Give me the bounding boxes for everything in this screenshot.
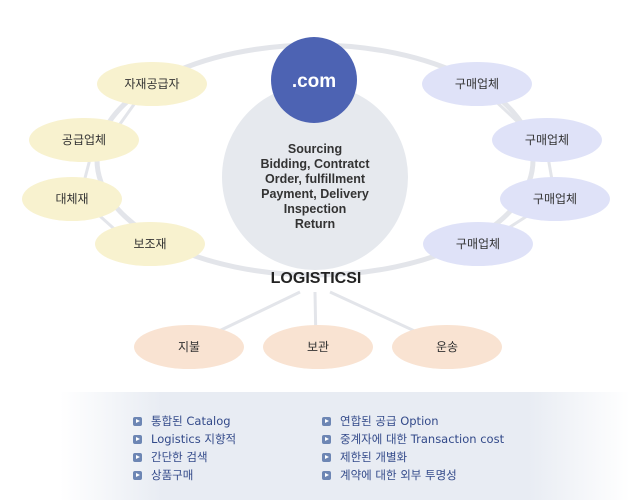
feature-item: 간단한 검색 <box>133 448 236 466</box>
feature-item-label: Logistics 지향적 <box>151 432 237 446</box>
bullet-arrow-icon <box>133 434 142 444</box>
hub-label: .com <box>292 71 336 92</box>
bottom-node-2-label: 보관 <box>307 340 329 354</box>
bullet-arrow-icon <box>133 452 142 462</box>
left-node-3: 대체재 <box>22 177 122 221</box>
logistics-label: LOGISTICSI <box>271 270 362 287</box>
right-node-4-label: 구매업체 <box>456 237 500 251</box>
bullet-arrow-icon <box>133 416 142 426</box>
center-line-5: Inspection <box>284 202 347 216</box>
center-line-2: Bidding, Contratct <box>260 157 370 171</box>
left-node-2: 공급업체 <box>29 118 139 162</box>
center-line-4: Payment, Delivery <box>261 187 369 201</box>
hub-circle <box>271 37 357 123</box>
bullet-arrow-icon <box>133 470 142 480</box>
bottom-node-3: 운송 <box>392 325 502 369</box>
center-circle <box>222 84 408 270</box>
bullet-arrow-icon <box>322 434 331 444</box>
right-node-1: 구매업체 <box>422 62 532 106</box>
feature-item: 상품구매 <box>133 466 236 484</box>
feature-item-label: 계약에 대한 외부 투명성 <box>340 468 457 482</box>
left-node-4-label: 보조재 <box>133 237 166 251</box>
feature-item: 연합된 공급 Option <box>322 412 504 430</box>
feature-item-label: 간단한 검색 <box>151 450 208 464</box>
right-node-4: 구매업체 <box>423 222 533 266</box>
feature-list-left: 통합된 Catalog Logistics 지향적 간단한 검색 상품구매 <box>133 412 236 484</box>
feature-item: 제한된 개별화 <box>322 448 504 466</box>
right-node-2: 구매업체 <box>492 118 602 162</box>
network-diagram: Sourcing Bidding, Contratct Order, fulfi… <box>22 37 610 369</box>
bullet-arrow-icon <box>322 470 331 480</box>
feature-item: 계약에 대한 외부 투명성 <box>322 466 504 484</box>
right-node-1-label: 구매업체 <box>455 77 499 91</box>
center-line-1: Sourcing <box>288 142 342 156</box>
bullet-arrow-icon <box>322 416 331 426</box>
center-line-6: Return <box>295 217 335 231</box>
right-node-3: 구매업체 <box>500 177 610 221</box>
feature-panel <box>60 392 630 500</box>
feature-item-label: 상품구매 <box>151 468 194 482</box>
left-node-1: 자재공급자 <box>97 62 207 106</box>
bottom-node-1: 지불 <box>134 325 244 369</box>
feature-item: Logistics 지향적 <box>133 430 236 448</box>
bottom-node-1-label: 지불 <box>178 340 200 354</box>
feature-item-label: 중계자에 대한 Transaction cost <box>340 432 505 446</box>
bottom-node-2: 보관 <box>263 325 373 369</box>
feature-item-label: 통합된 Catalog <box>151 414 231 428</box>
right-node-3-label: 구매업체 <box>533 192 577 206</box>
center-text: Sourcing Bidding, Contratct Order, fulfi… <box>260 142 370 231</box>
feature-item: 중계자에 대한 Transaction cost <box>322 430 504 448</box>
left-node-3-label: 대체재 <box>55 192 88 206</box>
center-line-3: Order, fulfillment <box>265 172 366 186</box>
feature-item-label: 제한된 개별화 <box>340 450 408 464</box>
feature-item-label: 연합된 공급 Option <box>340 414 439 428</box>
left-node-4: 보조재 <box>95 222 205 266</box>
left-node-2-label: 공급업체 <box>62 133 106 147</box>
bullet-arrow-icon <box>322 452 331 462</box>
feature-list-right: 연합된 공급 Option 중계자에 대한 Transaction cost 제… <box>322 412 504 484</box>
feature-item: 통합된 Catalog <box>133 412 236 430</box>
left-node-1-label: 자재공급자 <box>124 77 179 91</box>
bottom-node-3-label: 운송 <box>436 340 458 354</box>
right-node-2-label: 구매업체 <box>525 133 569 147</box>
